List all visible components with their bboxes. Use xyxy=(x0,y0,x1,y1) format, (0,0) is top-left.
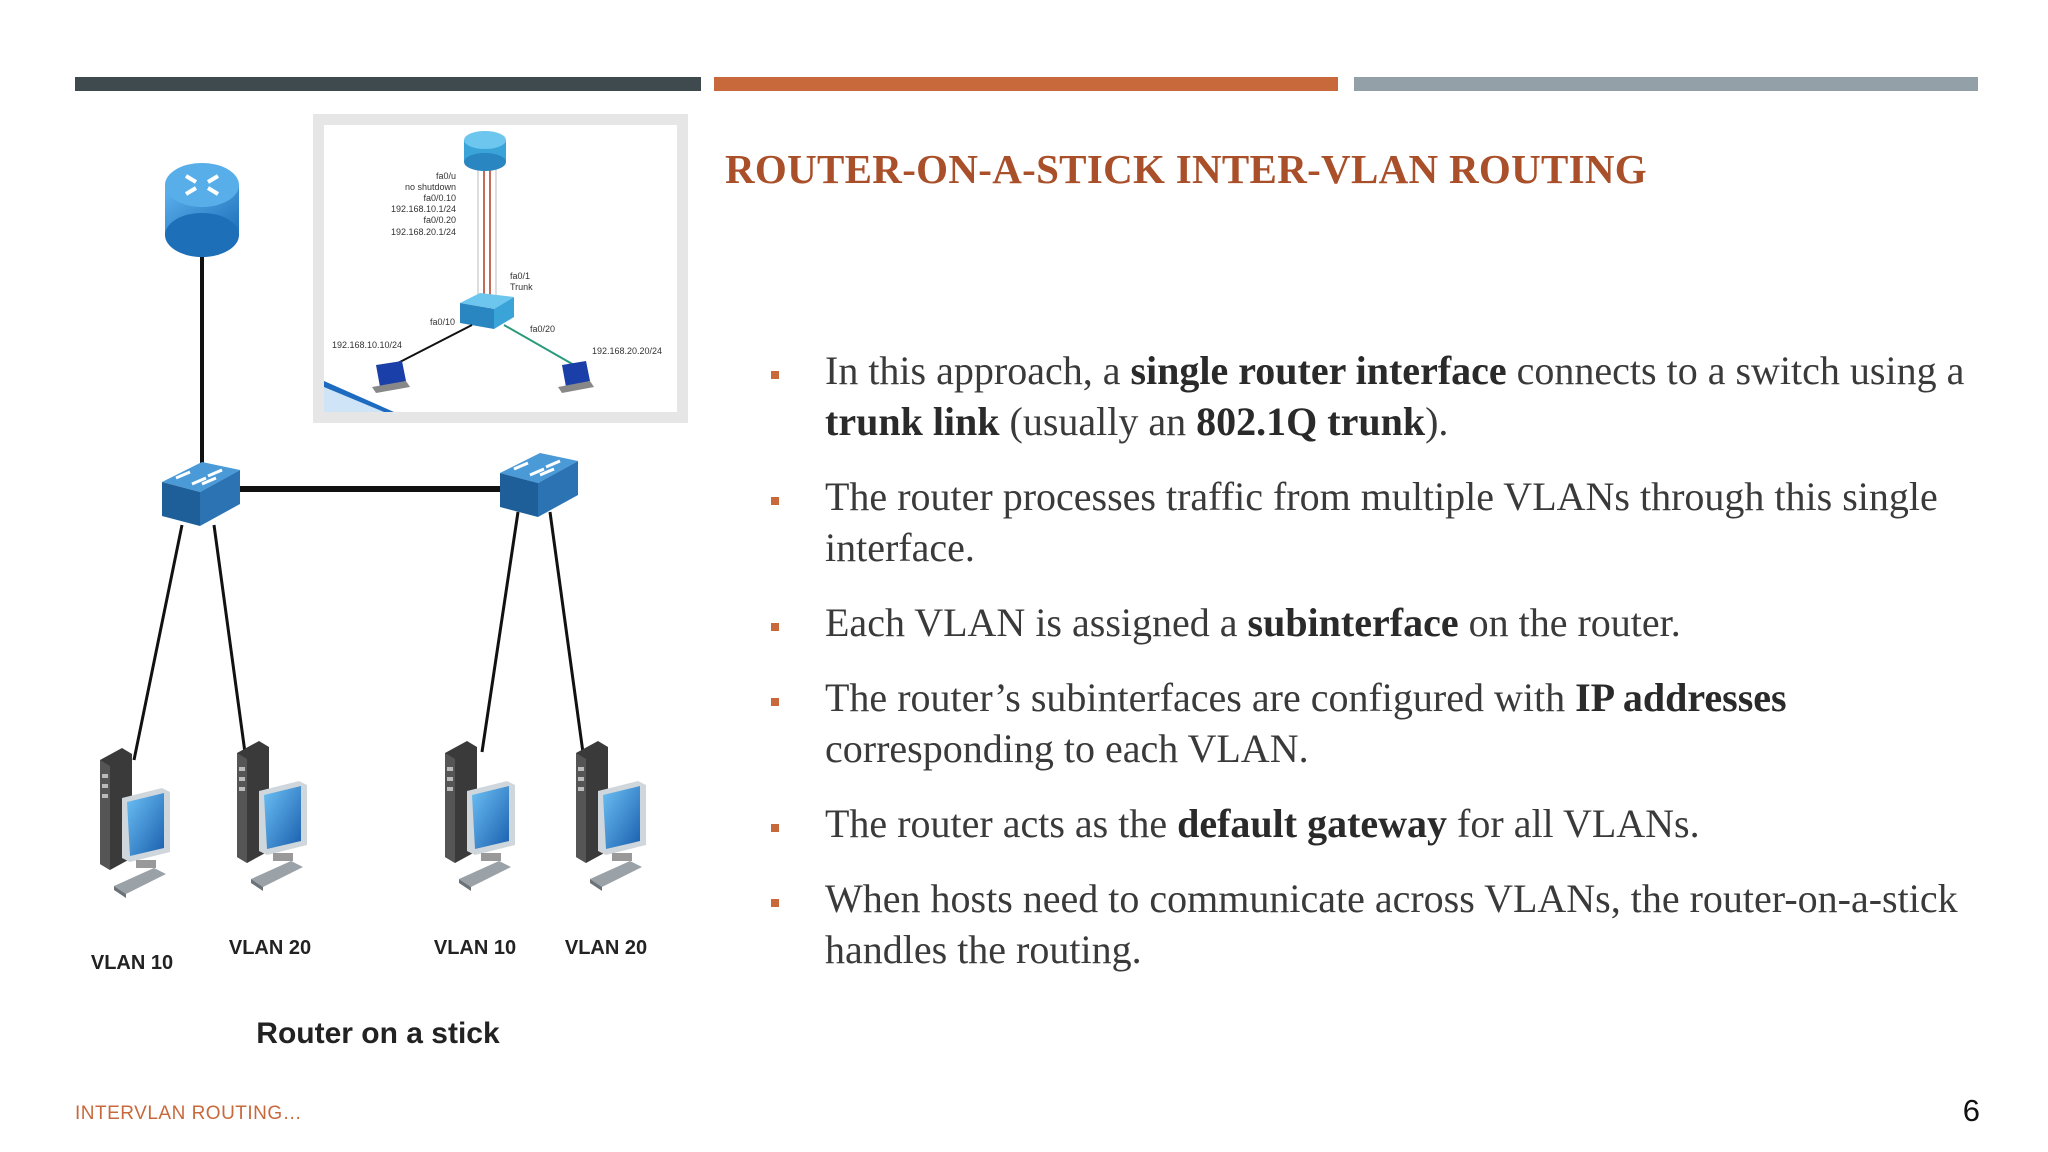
bullet-text: In this approach, a xyxy=(825,348,1131,393)
bullet-item: In this approach, a single router interf… xyxy=(760,345,1990,447)
bullet-item: The router processes traffic from multip… xyxy=(760,471,1990,573)
accent-bar-dark xyxy=(75,77,701,91)
pc-label: VLAN 10 xyxy=(91,952,173,974)
inset-config-line: no shutdown xyxy=(405,182,456,192)
bullet-text: When hosts need to communicate across VL… xyxy=(825,876,1958,972)
bullet-text: The router acts as the xyxy=(825,801,1178,846)
inset-port-right: fa0/20 xyxy=(530,324,555,334)
inset-config-line: fa0/u xyxy=(436,171,456,181)
inset-config-line: fa0/0.20 xyxy=(423,215,456,225)
accent-bar-orange xyxy=(714,77,1338,91)
inset-trunk-label: Trunk xyxy=(510,282,533,292)
pc-label: VLAN 10 xyxy=(434,937,516,959)
bullet-text: The router processes traffic from multip… xyxy=(825,474,1938,570)
pc-icon xyxy=(445,741,515,891)
bullet-list: In this approach, a single router interf… xyxy=(760,345,1990,999)
inset-config-line: 192.168.20.1/24 xyxy=(391,227,456,237)
bullet-bold-text: 802.1Q trunk xyxy=(1196,399,1426,444)
router-icon xyxy=(165,163,239,257)
pc-icon xyxy=(100,748,170,898)
bullet-text: for all VLANs. xyxy=(1447,801,1700,846)
pc-label: VLAN 20 xyxy=(229,937,311,959)
inset-config-line: 192.168.10.1/24 xyxy=(391,204,456,214)
accent-bar-gray xyxy=(1354,77,1978,91)
pc-icon xyxy=(237,741,307,891)
inset-diagram: fa0/u no shutdown fa0/0.10 192.168.10.1/… xyxy=(324,131,662,412)
inset-topology-image: fa0/u no shutdown fa0/0.10 192.168.10.1/… xyxy=(313,114,688,423)
bullet-bold-text: trunk link xyxy=(825,399,1000,444)
bullet-text: Each VLAN is assigned a xyxy=(825,600,1248,645)
router-on-a-stick-diagram: VLAN 10 VLAN 20 VLAN 10 VLAN 20 Router o… xyxy=(91,163,647,1050)
slide-footer: INTERVLAN ROUTING… xyxy=(75,1103,303,1124)
bullet-bold-text: subinterface xyxy=(1247,600,1459,645)
inset-ip-left: 192.168.10.10/24 xyxy=(332,340,402,350)
switch-right-icon xyxy=(498,451,580,519)
inset-config-line: fa0/0.10 xyxy=(423,193,456,203)
switch-left-icon xyxy=(160,460,242,528)
pc-icon xyxy=(576,741,646,891)
inset-port-left: fa0/10 xyxy=(430,317,455,327)
bullet-item: The router’s subinterfaces are configure… xyxy=(760,672,1990,774)
page-number: 6 xyxy=(1962,1093,1980,1128)
bullet-text: The router’s subinterfaces are configure… xyxy=(825,675,1576,720)
bullet-bold-text: default gateway xyxy=(1177,801,1448,846)
bullet-item: When hosts need to communicate across VL… xyxy=(760,873,1990,975)
bullet-text: ). xyxy=(1425,399,1449,444)
bullet-text: on the router. xyxy=(1458,600,1681,645)
bullet-bold-text: single router interface xyxy=(1130,348,1507,393)
bullet-text: (usually an xyxy=(999,399,1197,444)
diagram-caption: Router on a stick xyxy=(256,1017,500,1050)
pc-label: VLAN 20 xyxy=(565,937,647,959)
bullet-item: The router acts as the default gateway f… xyxy=(760,798,1990,849)
slide-title: ROUTER-ON-A-STICK INTER-VLAN ROUTING xyxy=(725,146,1647,192)
bullet-text: corresponding to each VLAN. xyxy=(825,726,1309,771)
inset-ip-right: 192.168.20.20/24 xyxy=(592,346,662,356)
bullet-item: Each VLAN is assigned a subinterface on … xyxy=(760,597,1990,648)
inset-trunk-port: fa0/1 xyxy=(510,271,530,281)
bullet-bold-text: IP addresses xyxy=(1575,675,1787,720)
bullet-text: connects to a switch using a xyxy=(1506,348,1965,393)
